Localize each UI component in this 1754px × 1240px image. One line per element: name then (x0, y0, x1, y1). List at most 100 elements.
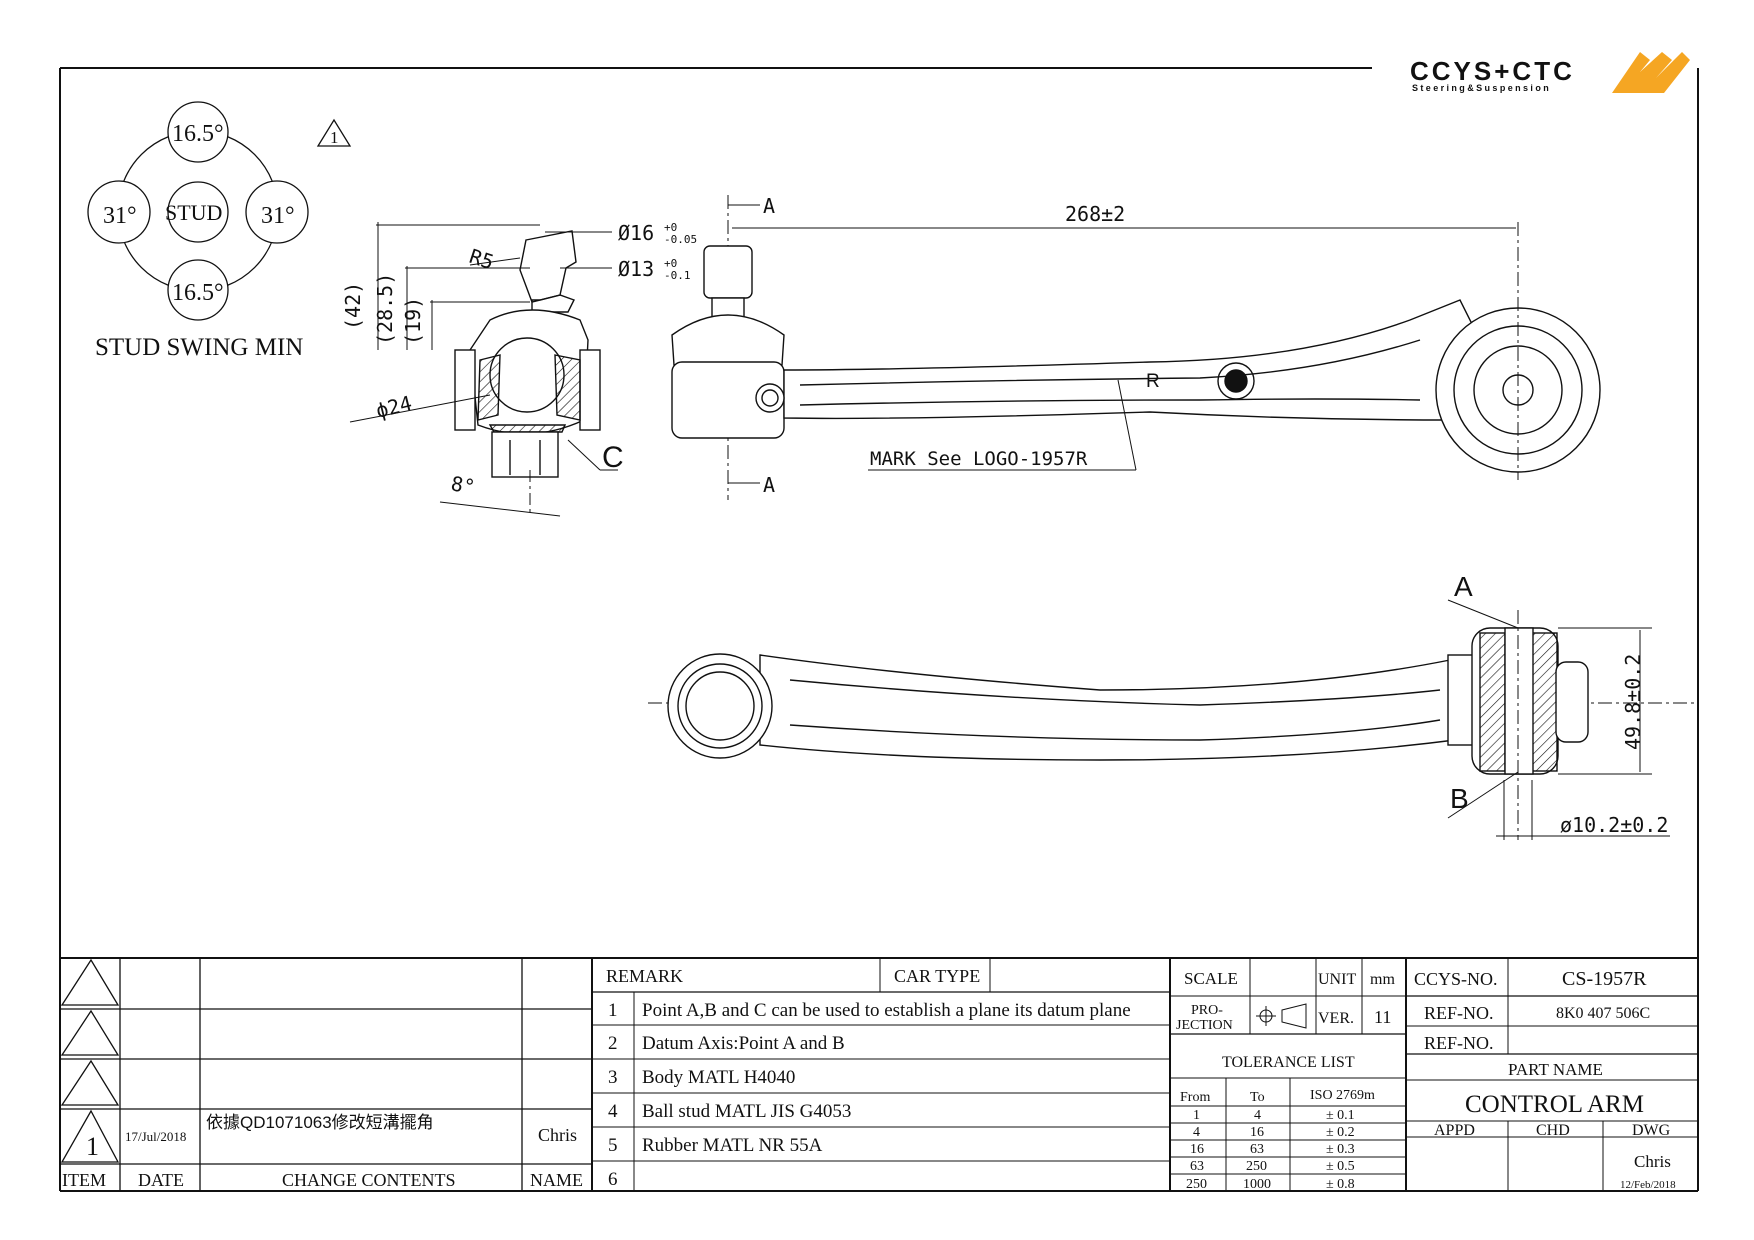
svg-text:1: 1 (86, 1132, 99, 1161)
svg-text:12/Feb/2018: 12/Feb/2018 (1620, 1179, 1676, 1191)
svg-text:Point A,B and C can be used to: Point A,B and C can be used to establish… (642, 1000, 1131, 1021)
svg-text:From: From (1180, 1090, 1210, 1105)
svg-text:REF-NO.: REF-NO. (1424, 1003, 1494, 1023)
svg-text:DATE: DATE (138, 1170, 184, 1190)
control-arm-top-view (671, 195, 1601, 500)
svg-text:± 0.8: ± 0.8 (1326, 1177, 1355, 1192)
svg-text:1: 1 (330, 128, 339, 147)
svg-text:+0: +0 (664, 257, 677, 270)
svg-text:Steering&Suspension: Steering&Suspension (1412, 83, 1551, 93)
stud-swing-diagram (87, 101, 309, 321)
svg-text:11: 11 (1374, 1007, 1391, 1027)
svg-text:Chris: Chris (1634, 1152, 1671, 1171)
svg-text:49.8±0.2: 49.8±0.2 (1621, 654, 1645, 750)
remark-table: REMARK CAR TYPE 1 Point A,B and C can be… (606, 966, 1131, 1190)
svg-text:JECTION: JECTION (1176, 1018, 1233, 1033)
svg-text:R: R (1146, 371, 1160, 392)
svg-text:16: 16 (1250, 1125, 1264, 1140)
top-view-labels: 268±2 A A R MARK See LOGO-1957R (763, 194, 1160, 497)
svg-text:ISO 2769m: ISO 2769m (1310, 1088, 1375, 1103)
svg-text:MARK See LOGO-1957R: MARK See LOGO-1957R (870, 448, 1088, 470)
top-view-dimensions (728, 204, 1516, 484)
svg-text:31°: 31° (103, 203, 137, 229)
svg-text:17/Jul/2018: 17/Jul/2018 (125, 1129, 186, 1144)
svg-text:依據QD1071063修改短溝擺角: 依據QD1071063修改短溝擺角 (206, 1113, 434, 1132)
svg-text:Ø13: Ø13 (618, 257, 654, 281)
svg-text:8°: 8° (449, 471, 477, 499)
svg-text:(28.5): (28.5) (373, 273, 397, 345)
svg-text:To: To (1250, 1090, 1265, 1105)
svg-text:Rubber MATL NR 55A: Rubber MATL NR 55A (642, 1135, 823, 1156)
svg-text:SCALE: SCALE (1184, 969, 1238, 988)
svg-text:B: B (1450, 783, 1469, 814)
svg-text:31°: 31° (261, 203, 295, 229)
svg-text:1: 1 (608, 1000, 618, 1021)
svg-text:63: 63 (1250, 1142, 1264, 1157)
svg-text:250: 250 (1246, 1159, 1267, 1174)
svg-text:Body MATL H4040: Body MATL H4040 (642, 1067, 795, 1088)
drawing-frame (59, 67, 1699, 1192)
title-block-grid (60, 957, 1698, 1191)
svg-text:CCYS+CTC: CCYS+CTC (1410, 56, 1575, 86)
svg-text:STUD: STUD (165, 200, 222, 225)
svg-text:REMARK: REMARK (606, 966, 683, 986)
svg-text:16.5°: 16.5° (172, 280, 224, 306)
svg-text:R5: R5 (466, 244, 496, 274)
svg-text:TOLERANCE LIST: TOLERANCE LIST (1222, 1054, 1355, 1071)
svg-text:CCYS-NO.: CCYS-NO. (1414, 969, 1498, 989)
svg-text:± 0.1: ± 0.1 (1326, 1108, 1355, 1123)
svg-text:(42): (42) (341, 282, 365, 330)
svg-text:DWG: DWG (1632, 1122, 1671, 1139)
control-arm-front-view (648, 610, 1698, 840)
front-view-labels: A B 49.8±0.2 ø10.2±0.2 (1450, 571, 1668, 837)
svg-text:STUD SWING MIN: STUD SWING MIN (95, 334, 303, 361)
logo-mark-icon (1612, 52, 1690, 93)
svg-text:ITEM: ITEM (62, 1170, 106, 1190)
svg-text:4: 4 (1193, 1125, 1200, 1140)
svg-text:3: 3 (608, 1067, 618, 1088)
tolerance-table: From To ISO 2769m 1 4 ± 0.1 4 16 ± 0.2 1… (1180, 1088, 1375, 1192)
stud-swing-labels: 16.5° 31° STUD 31° 16.5° STUD SWING MIN (95, 121, 303, 361)
svg-text:-0.05: -0.05 (664, 233, 697, 246)
svg-text:± 0.5: ± 0.5 (1326, 1159, 1355, 1174)
svg-text:VER.: VER. (1318, 1010, 1354, 1027)
revision-marker: 1 (316, 118, 352, 147)
svg-text:mm: mm (1370, 971, 1395, 988)
svg-text:Datum Axis:Point A and B: Datum Axis:Point A and B (642, 1033, 845, 1054)
svg-text:UNIT: UNIT (1318, 971, 1356, 988)
svg-text:Ø16: Ø16 (618, 221, 654, 245)
svg-text:CS-1957R: CS-1957R (1562, 968, 1647, 990)
front-view-dimensions (1447, 599, 1670, 840)
svg-text:8K0 407 506C: 8K0 407 506C (1556, 1005, 1650, 1022)
svg-text:A: A (763, 473, 775, 497)
part-info-block: CCYS-NO. CS-1957R REF-NO. 8K0 407 506C R… (1414, 968, 1676, 1191)
svg-text:± 0.2: ± 0.2 (1326, 1125, 1355, 1140)
revision-table: ITEM DATE CHANGE CONTENTS NAME 1 17/Jul/… (62, 1113, 583, 1190)
svg-text:PRO-: PRO- (1191, 1003, 1223, 1018)
svg-text:CHD: CHD (1536, 1122, 1570, 1139)
svg-text:ø10.2±0.2: ø10.2±0.2 (1560, 813, 1668, 837)
svg-text:± 0.3: ± 0.3 (1326, 1142, 1355, 1157)
svg-text:PART NAME: PART NAME (1508, 1060, 1603, 1079)
svg-text:Ball stud MATL JIS G4053: Ball stud MATL JIS G4053 (642, 1101, 851, 1122)
svg-text:16: 16 (1190, 1142, 1204, 1157)
ball-joint-dimensions (349, 222, 618, 517)
svg-text:4: 4 (1254, 1108, 1261, 1123)
svg-text:A: A (1454, 571, 1473, 602)
svg-text:6: 6 (608, 1169, 618, 1190)
ball-joint-section (454, 230, 601, 515)
svg-text:4: 4 (608, 1101, 618, 1122)
svg-text:268±2: 268±2 (1065, 202, 1125, 226)
svg-text:CONTROL ARM: CONTROL ARM (1465, 1091, 1644, 1118)
svg-text:NAME: NAME (530, 1170, 583, 1190)
svg-text:APPD: APPD (1434, 1122, 1475, 1139)
svg-text:A: A (763, 194, 775, 218)
svg-text:5: 5 (608, 1135, 618, 1156)
company-logo: CCYS+CTC Steering&Suspension (1410, 52, 1690, 93)
svg-text:16.5°: 16.5° (172, 121, 224, 147)
svg-text:2: 2 (608, 1033, 618, 1054)
svg-text:-0.1: -0.1 (664, 269, 691, 282)
svg-text:1000: 1000 (1243, 1177, 1271, 1192)
svg-text:ϕ24: ϕ24 (373, 391, 414, 423)
svg-text:REF-NO.: REF-NO. (1424, 1033, 1494, 1053)
